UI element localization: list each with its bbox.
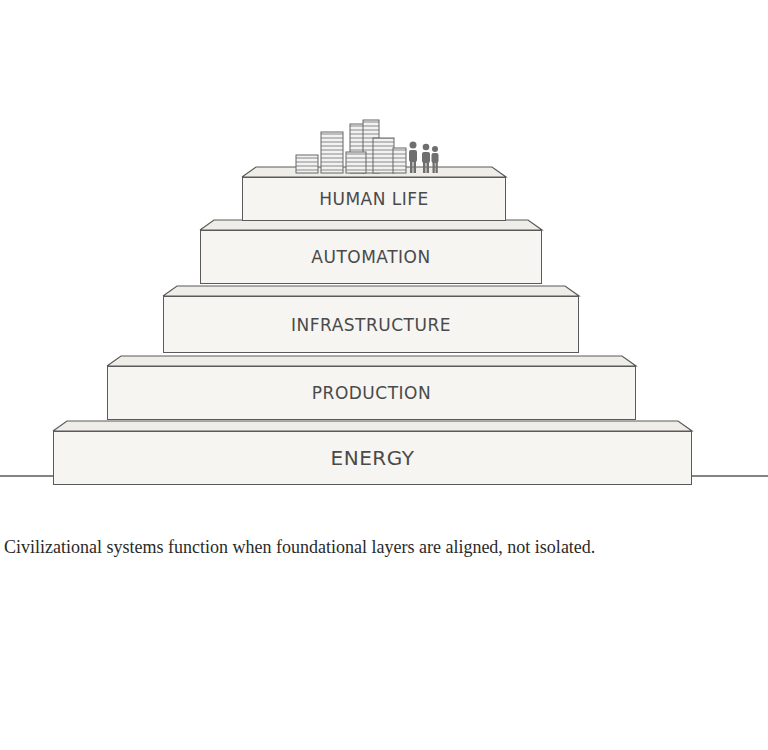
- people-figures: [409, 142, 439, 174]
- step-top-face: [163, 286, 579, 296]
- step-top-face: [107, 356, 636, 366]
- step-top-face: [200, 220, 542, 230]
- layer-label: ENERGY: [331, 446, 415, 470]
- pyramid-layer: AUTOMATION: [200, 230, 542, 284]
- pyramid-layer: PRODUCTION: [107, 366, 636, 420]
- layer-label: HUMAN LIFE: [319, 189, 429, 209]
- pyramid-layer: HUMAN LIFE: [242, 177, 506, 221]
- layer-label: AUTOMATION: [311, 247, 430, 267]
- step-top-faces: [53, 167, 692, 431]
- layer-label: PRODUCTION: [312, 383, 431, 403]
- caption: Civilizational systems function when fou…: [4, 536, 762, 559]
- city-skyline: [296, 120, 406, 173]
- pyramid-layer: ENERGY: [53, 431, 692, 485]
- step-top-face: [53, 421, 692, 431]
- layer-label: INFRASTRUCTURE: [291, 315, 451, 335]
- pyramid-layer: INFRASTRUCTURE: [163, 296, 579, 353]
